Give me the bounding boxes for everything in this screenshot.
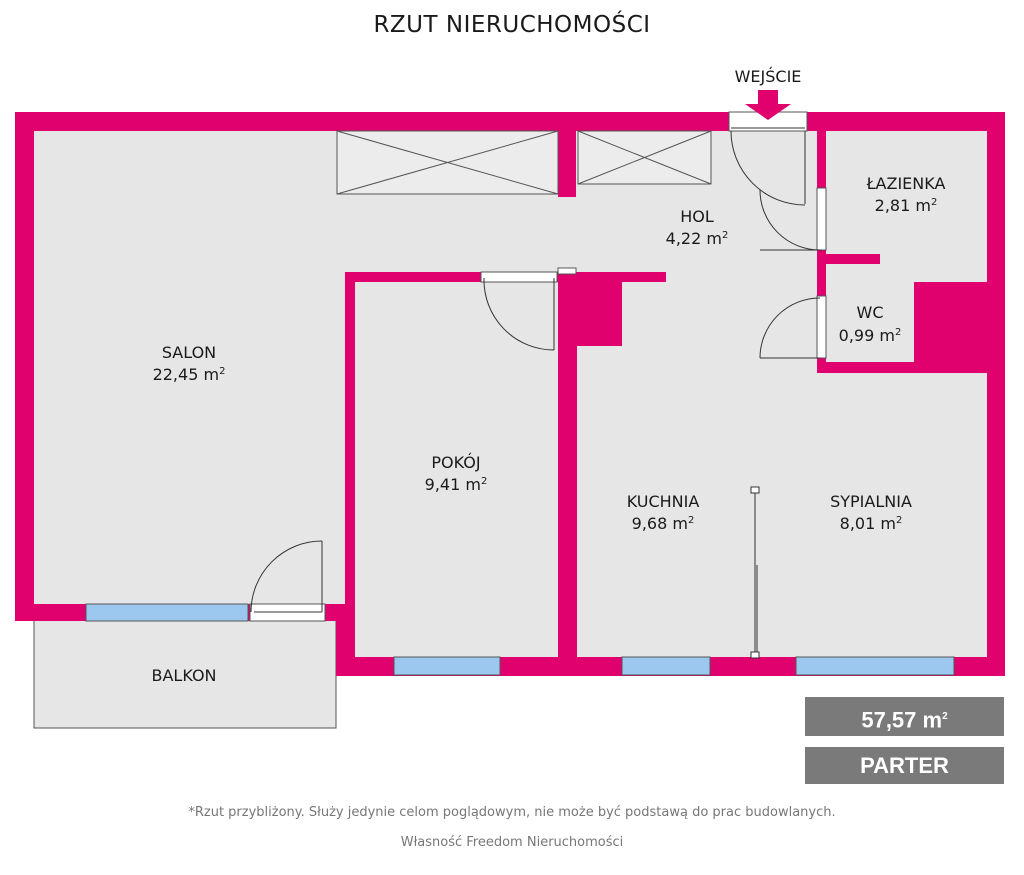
wall-pokoj-right — [558, 272, 577, 657]
svg-text:9,68 m2: 9,68 m2 — [632, 514, 695, 533]
svg-text:HOL: HOL — [680, 207, 714, 226]
entrance-label: WEJŚCIE — [735, 67, 802, 86]
svg-text:POKÓJ: POKÓJ — [431, 453, 480, 472]
entrance-arrow — [745, 90, 791, 120]
svg-text:4,22 m2: 4,22 m2 — [666, 229, 729, 248]
svg-text:SYPIALNIA: SYPIALNIA — [830, 492, 912, 511]
svg-text:0,99 m2: 0,99 m2 — [839, 326, 902, 345]
closet-right — [577, 130, 712, 185]
wall-pillar — [558, 272, 622, 346]
wc-door — [759, 295, 827, 359]
svg-text:SALON: SALON — [162, 343, 216, 362]
ownership-text: Własność Freedom Nieruchomości — [400, 835, 624, 850]
total-area-badge: 57,57 m2 — [805, 697, 1004, 736]
floor-salon-bottom — [34, 600, 325, 604]
entrance-door — [728, 111, 808, 206]
svg-text:22,45 m2: 22,45 m2 — [153, 365, 226, 384]
svg-text:8,01 m2: 8,01 m2 — [840, 514, 903, 533]
room-label-pokoj: POKÓJ 9,41 m2 — [425, 453, 488, 494]
window-salon — [85, 603, 249, 622]
window-sypialnia — [795, 656, 955, 676]
window-kuchnia — [621, 656, 711, 676]
floor-lower — [355, 600, 987, 657]
wall-wc-bottom — [817, 362, 987, 373]
wall-closet-divider — [558, 131, 576, 197]
svg-text:2,81 m2: 2,81 m2 — [875, 196, 938, 215]
svg-text:BALKON: BALKON — [151, 666, 216, 685]
room-label-lazienka: ŁAZIENKA 2,81 m2 — [866, 174, 946, 215]
svg-text:WC: WC — [857, 303, 884, 322]
svg-text:9,41 m2: 9,41 m2 — [425, 475, 488, 494]
closet-left — [336, 130, 559, 195]
room-label-sypialnia: SYPIALNIA 8,01 m2 — [830, 492, 912, 533]
balcony-door — [249, 540, 326, 622]
wall-bath-left — [817, 131, 826, 373]
svg-text:KUCHNIA: KUCHNIA — [627, 492, 700, 511]
room-label-hol: HOL 4,22 m2 — [666, 207, 729, 248]
balcony-area — [33, 619, 337, 729]
pokoj-door — [480, 267, 577, 351]
window-pokoj — [393, 656, 501, 676]
wall-pokoj-left — [345, 272, 355, 604]
svg-text:ŁAZIENKA: ŁAZIENKA — [866, 174, 946, 193]
room-label-salon: SALON 22,45 m2 — [153, 343, 226, 384]
sliding-partition — [750, 486, 760, 659]
bathroom-door — [759, 187, 827, 251]
room-label-balkon: BALKON — [151, 666, 216, 685]
wc-floor — [826, 264, 914, 362]
room-label-wc: WC 0,99 m2 — [839, 303, 902, 345]
plan-title: RZUT NIERUCHOMOŚCI — [373, 12, 651, 38]
lazienka-floor — [826, 131, 987, 254]
disclaimer-text: *Rzut przybliżony. Służy jedynie celom p… — [188, 805, 836, 820]
floor-badge: PARTER — [805, 747, 1004, 784]
room-label-kuchnia: KUCHNIA 9,68 m2 — [627, 492, 700, 533]
